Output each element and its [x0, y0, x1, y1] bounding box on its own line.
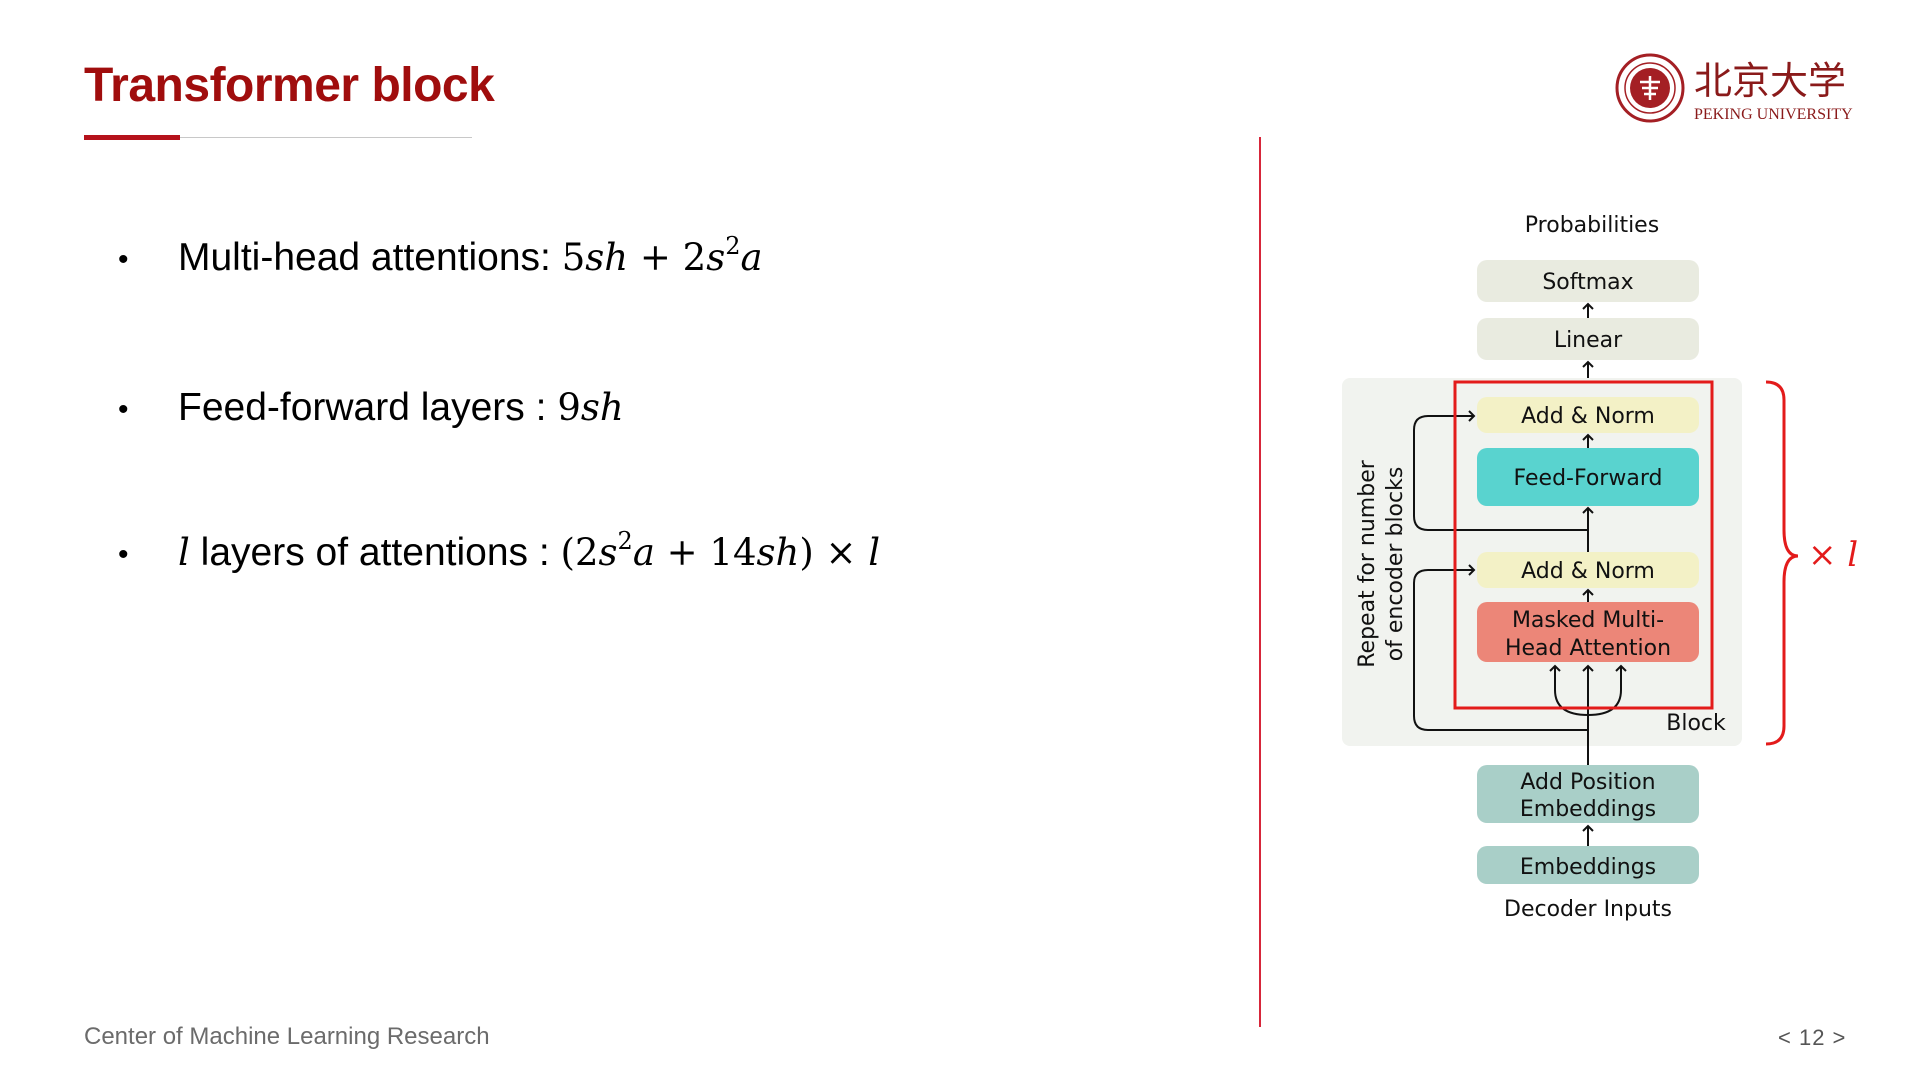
bullet-dot: •: [118, 242, 129, 276]
peking-university-logo: 北京大学: [1615, 53, 1846, 123]
bullet-label: layers of attentions :: [189, 531, 561, 574]
add-position-label-line2: Embeddings: [1520, 797, 1656, 822]
embeddings-label: Embeddings: [1520, 855, 1656, 880]
block-highlight-frame: [1453, 380, 1714, 710]
vertical-divider: [1259, 137, 1261, 1027]
transformer-decoder-diagram: Probabilities Softmax Linear Add & Norm …: [1342, 213, 1858, 922]
bullet-multi-head: • Multi-head attentions: 5sh + 2s2a: [118, 232, 763, 280]
slide-title: Transformer block: [84, 59, 495, 112]
formula-layers: (2s2a + 14sh) × l: [560, 527, 881, 574]
masked-attention-label-line1: Masked Multi-: [1512, 608, 1664, 633]
masked-attention-box: [1477, 602, 1699, 662]
feed-forward-label: Feed-Forward: [1514, 466, 1663, 491]
bullet-dot: •: [118, 537, 129, 571]
residual-loop-top: [1413, 410, 1588, 531]
softmax-box: [1477, 260, 1699, 302]
bullet-feed-forward: • Feed-forward layers : 9sh: [118, 386, 624, 430]
title-underline-accent: [84, 135, 180, 140]
repeat-label-line2: of encoder blocks: [1383, 467, 1408, 662]
bullet-label: Multi-head attentions:: [178, 236, 562, 279]
formula-feed-forward: 9sh: [557, 386, 624, 429]
logo-english-name: PEKING UNIVERSITY: [1694, 106, 1853, 123]
decoder-inputs-label: Decoder Inputs: [1504, 897, 1672, 922]
linear-label: Linear: [1554, 328, 1623, 353]
variable-l: l: [178, 531, 190, 574]
probabilities-label: Probabilities: [1525, 213, 1659, 238]
add-position-label-line1: Add Position: [1520, 770, 1655, 795]
add-position-embeddings-box: [1477, 765, 1699, 823]
formula-multi-head: 5sh + 2s2a: [561, 232, 763, 279]
repeat-brace: [1765, 380, 1799, 746]
repeat-label-line1: Repeat for number: [1355, 459, 1380, 667]
university-seal-icon: [1615, 53, 1685, 123]
masked-attention-label-line2: Head Attention: [1505, 636, 1671, 661]
logo-chinese-name: 北京大学: [1694, 59, 1846, 103]
title-underline: [180, 137, 472, 138]
times-l-label: × l: [1808, 535, 1858, 575]
block-label: Block: [1666, 711, 1726, 736]
add-norm-top-label: Add & Norm: [1521, 404, 1655, 429]
residual-loop-bottom: [1413, 564, 1588, 731]
bullet-dot: •: [118, 392, 129, 426]
footer-organization: Center of Machine Learning Research: [84, 1023, 490, 1050]
page-number: < 12 >: [1778, 1025, 1847, 1050]
add-norm-bottom-box: [1477, 552, 1699, 588]
bullet-layers: • l layers of attentions : (2s2a + 14sh) …: [118, 527, 881, 575]
feed-forward-box: [1477, 448, 1699, 506]
bullet-label: Feed-forward layers :: [178, 386, 558, 429]
embeddings-box: [1477, 846, 1699, 884]
softmax-label: Softmax: [1542, 270, 1633, 295]
add-norm-bottom-label: Add & Norm: [1521, 559, 1655, 584]
linear-box: [1477, 318, 1699, 360]
add-norm-top-box: [1477, 397, 1699, 433]
